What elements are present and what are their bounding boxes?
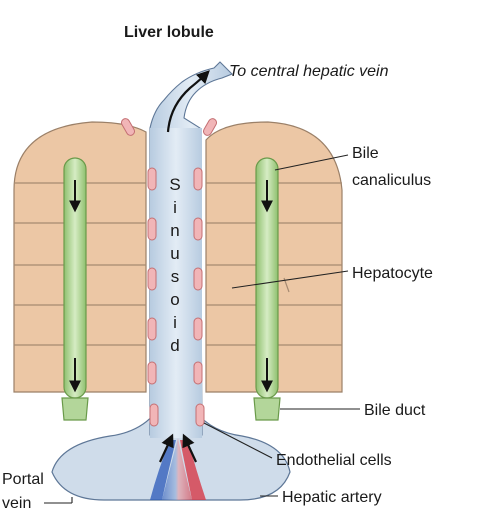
sinusoid-letter: o [170,290,179,309]
bile-canaliculus-label-line2: canaliculus [352,172,431,189]
sinusoid-letter: i [173,198,177,217]
hepatocyte-label: Hepatocyte [352,265,433,282]
sinusoid-letter: i [173,313,177,332]
bile-duct-label: Bile duct [364,402,426,419]
endothelial-cells-label: Endothelial cells [276,452,392,469]
left-bile-canaliculus [61,157,89,421]
sinusoid-letter: u [170,244,179,263]
sinusoid-channel [149,61,233,438]
leader-lines [44,154,360,504]
portal-triad-base [51,411,291,501]
bile-canaliculus-label-line1: Bile [352,145,379,162]
sinusoid-letter: S [169,175,180,194]
sinusoid-letter: d [170,336,179,355]
diagram-title: Liver lobule [124,24,214,41]
right-bile-canaliculus [253,157,281,421]
portal-vein-label-line2: vein [2,495,31,512]
endothelial-cells [121,118,217,427]
blood-flow-arrows [159,70,210,463]
hepatic-artery-label: Hepatic artery [282,489,382,506]
sinusoid-label: S i n u s o i d [169,175,180,355]
sinusoid-letter: s [171,267,180,286]
central-vein-label: To central hepatic vein [229,63,389,80]
portal-vein-label-line1: Portal [2,471,44,488]
sinusoid-letter: n [170,221,179,240]
